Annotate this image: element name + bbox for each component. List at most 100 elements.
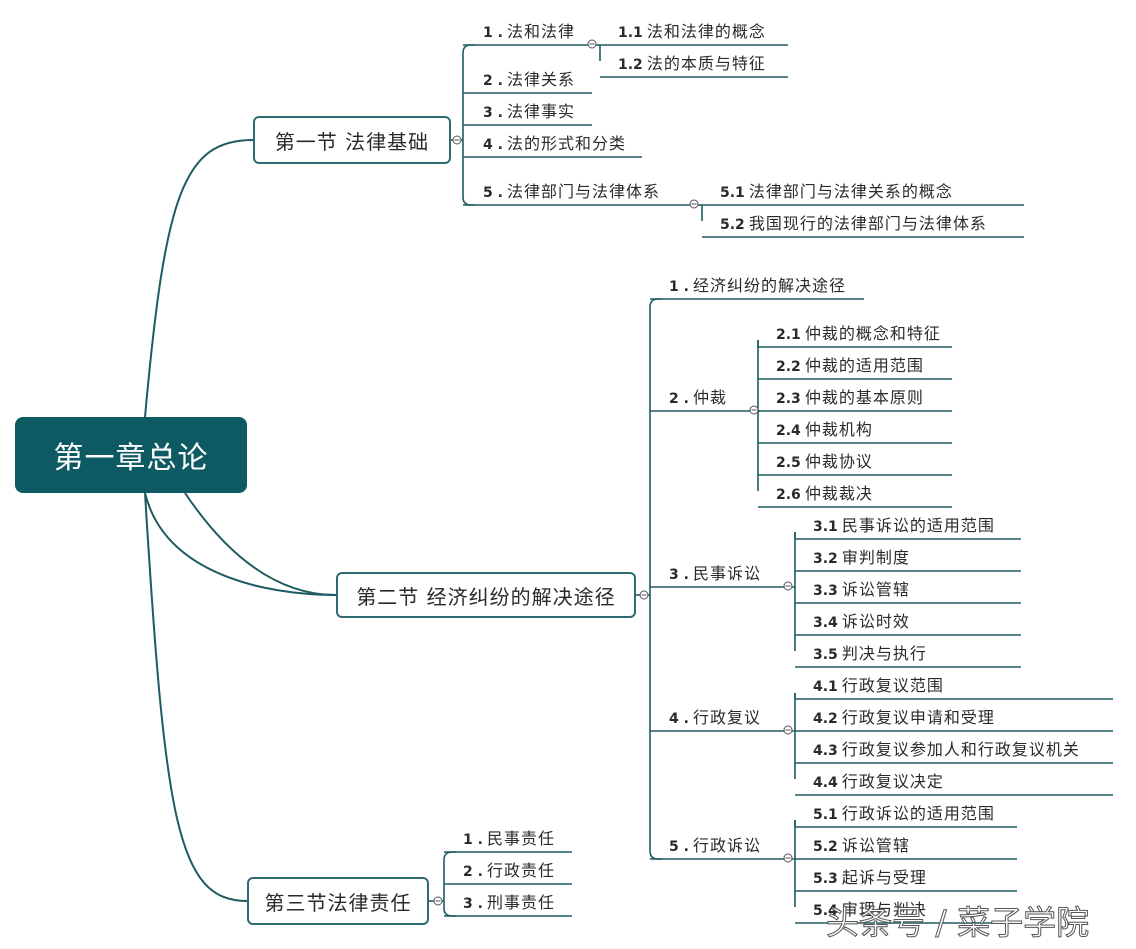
topic-number: 2.5 <box>776 455 801 471</box>
topic-label: 行政复议 <box>692 708 761 727</box>
subtopic[interactable]: 5 .行政诉讼 <box>669 836 761 857</box>
subtopic[interactable]: 2 .行政责任 <box>463 861 555 882</box>
watermark: 头条号 / 菜子学院 <box>825 903 1090 943</box>
topic-label: 法和法律的概念 <box>646 22 766 41</box>
topic-number: 5 . <box>669 839 689 855</box>
topic-number: 5.1 <box>813 807 838 823</box>
topic-label: 仲裁 <box>692 388 727 407</box>
topic-number: 5 . <box>483 185 503 201</box>
subtopic[interactable]: 4 .行政复议 <box>669 708 761 729</box>
subtopic[interactable]: 2 .仲裁 <box>669 388 727 409</box>
connector-line <box>184 492 337 596</box>
topic-label: 起诉与受理 <box>841 868 927 887</box>
topic-number: 2 . <box>669 391 689 407</box>
topic-label: 审理与判决 <box>841 900 927 919</box>
subtopic[interactable]: 1 .经济纠纷的解决途径 <box>669 276 846 297</box>
topic-label: 仲裁机构 <box>804 420 873 439</box>
topic-number: 1 . <box>483 25 503 41</box>
topic-number: 5.2 <box>720 217 745 233</box>
topic-label: 仲裁的适用范围 <box>804 356 924 375</box>
topic-label: 行政诉讼 <box>692 836 761 855</box>
topic-label: 行政复议参加人和行政复议机关 <box>841 740 1080 759</box>
topic-number: 4.2 <box>813 711 838 727</box>
topic-number: 3 . <box>483 105 503 121</box>
topic-number: 2.2 <box>776 359 801 375</box>
topic-number: 4.4 <box>813 775 838 791</box>
subtopic[interactable]: 5 .法律部门与法律体系 <box>483 182 660 203</box>
topic-number: 2 . <box>463 864 483 880</box>
topic-label: 审判制度 <box>841 548 910 567</box>
topic-number: 2.4 <box>776 423 801 439</box>
topic-label: 仲裁的基本原则 <box>804 388 924 407</box>
topic-number: 5.4 <box>813 903 838 919</box>
subtopic[interactable]: 3 .民事诉讼 <box>669 564 761 585</box>
topic-label: 法律关系 <box>506 70 575 89</box>
topic-number: 4 . <box>669 711 689 727</box>
topic-label: 经济纠纷的解决途径 <box>692 276 846 295</box>
subtopic[interactable]: 3 .刑事责任 <box>463 893 555 914</box>
topic-label: 仲裁协议 <box>804 452 873 471</box>
topic-label: 我国现行的法律部门与法律体系 <box>748 214 987 233</box>
topic-label: 民事诉讼的适用范围 <box>841 516 995 535</box>
subtopic[interactable]: 1 .民事责任 <box>463 829 555 850</box>
topic-number: 1.2 <box>618 57 643 73</box>
topic-number: 3.3 <box>813 583 838 599</box>
topic-label: 法律事实 <box>506 102 575 121</box>
topic-number: 5.1 <box>720 185 745 201</box>
topic-label: 法律部门与法律体系 <box>506 182 660 201</box>
topic-number: 2.3 <box>776 391 801 407</box>
topic-label: 法的本质与特征 <box>646 54 766 73</box>
topic-number: 1 . <box>669 279 689 295</box>
topic-number: 5.2 <box>813 839 838 855</box>
section-topic[interactable]: 第二节 经济纠纷的解决途径 <box>336 572 636 618</box>
topic-number: 4.1 <box>813 679 838 695</box>
connector-line <box>649 298 662 860</box>
topic-number: 3.2 <box>813 551 838 567</box>
topic-number: 5.3 <box>813 871 838 887</box>
topic-label: 法的形式和分类 <box>506 134 626 153</box>
topic-number: 2 . <box>483 73 503 89</box>
section-topic[interactable]: 第一节 法律基础 <box>253 116 451 164</box>
topic-number: 2.1 <box>776 327 801 343</box>
topic-number: 4 . <box>483 137 503 153</box>
subtopic[interactable]: 3 .法律事实 <box>483 102 575 123</box>
topic-label: 仲裁裁决 <box>804 484 873 503</box>
section-topic[interactable]: 第三节法律责任 <box>247 877 429 925</box>
topic-label: 诉讼时效 <box>841 612 910 631</box>
topic-label: 行政诉讼的适用范围 <box>841 804 995 823</box>
topic-number: 3.4 <box>813 615 838 631</box>
topic-number: 3 . <box>463 896 483 912</box>
topic-number: 1 . <box>463 832 483 848</box>
root-topic[interactable]: 第一章总论 <box>15 417 247 493</box>
topic-number: 3 . <box>669 567 689 583</box>
subtopic[interactable]: 2 .法律关系 <box>483 70 575 91</box>
topic-number: 1.1 <box>618 25 643 41</box>
topic-label: 民事责任 <box>486 829 555 848</box>
topic-number: 4.3 <box>813 743 838 759</box>
subtopic[interactable]: 1 .法和法律 <box>483 22 575 43</box>
subtopic[interactable]: 4 .法的形式和分类 <box>483 134 626 155</box>
